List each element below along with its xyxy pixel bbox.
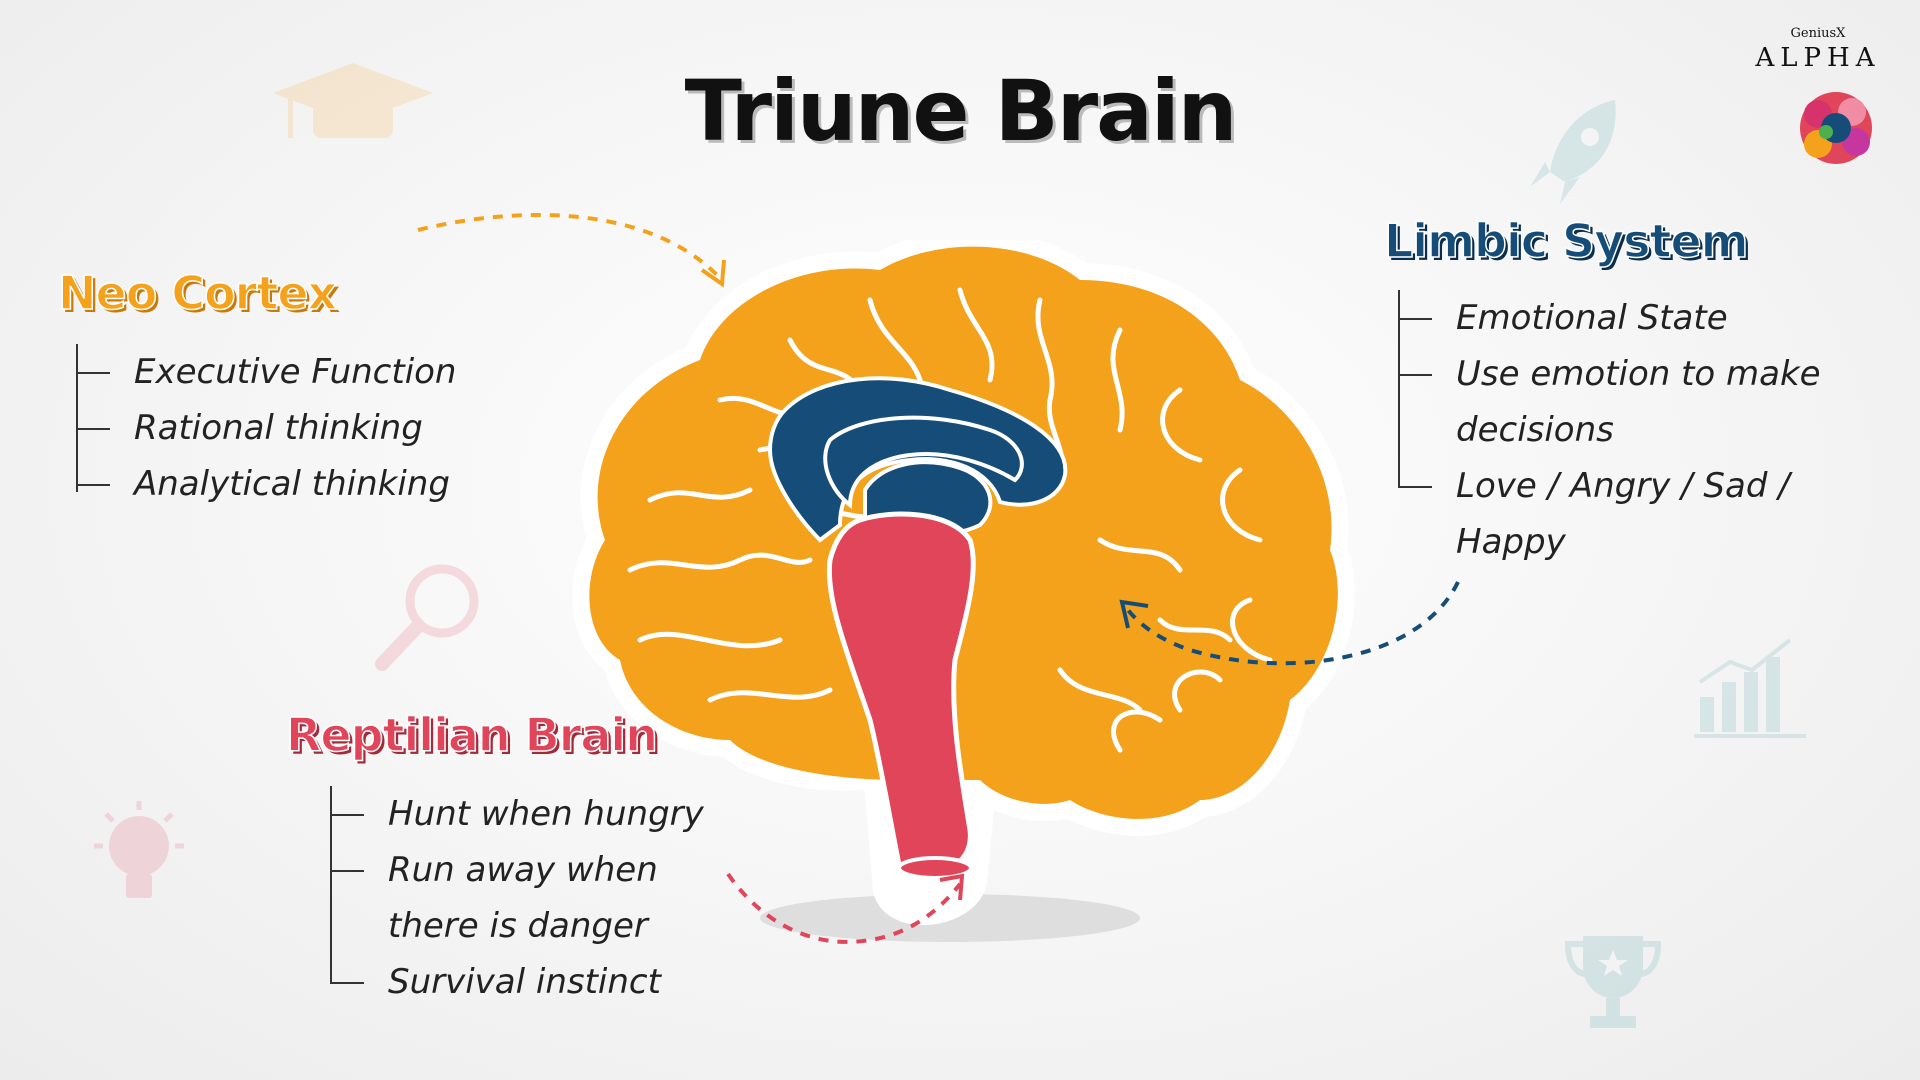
list-item: Use emotion to make (1398, 346, 1821, 402)
graduation-cap-icon (273, 63, 433, 138)
arrow-reptilian-brain (726, 872, 965, 944)
list-item: Love / Angry / Sad / (1398, 458, 1821, 514)
lightbulb-icon (94, 801, 184, 898)
limbic-system-heading: Limbic System (1383, 213, 1749, 269)
page-title: Triune Brain (684, 62, 1238, 160)
limbic-inner-region (823, 415, 1024, 510)
list-item: Run away when (330, 842, 704, 898)
neo-cortex-heading: Neo Cortex (57, 265, 338, 321)
limbic-system-list: Emotional State Use emotion to make deci… (1398, 290, 1821, 570)
brand-name-small: GeniusX (1790, 26, 1846, 41)
arrow-limbic-system (1119, 581, 1460, 666)
reptilian-brain-heading: Reptilian Brain (285, 707, 658, 763)
brand-logo: GeniusX ALPHA (1748, 26, 1888, 73)
list-item-continuation: there is danger (388, 906, 648, 946)
list-item: Hunt when hungry (330, 786, 704, 842)
brain-logo-icon (1800, 92, 1872, 164)
trophy-icon (1564, 936, 1662, 1028)
reptilian-brain-list: Hunt when hungry Run away when there is … (330, 786, 704, 1010)
list-item: Analytical thinking (76, 456, 457, 512)
list-item: Rational thinking (76, 400, 457, 456)
list-item-continuation: Happy (1456, 522, 1566, 562)
neo-cortex-list: Executive Function Rational thinking Ana… (76, 344, 457, 512)
arrow-neo-cortex (417, 212, 726, 288)
list-item: Emotional State (1398, 290, 1821, 346)
brainstem-end (897, 856, 973, 880)
rocket-icon (1530, 100, 1616, 204)
list-item-continuation: decisions (1456, 410, 1614, 450)
magnifier-icon (375, 564, 479, 671)
list-item: Executive Function (76, 344, 457, 400)
list-item: Survival instinct (330, 954, 704, 1010)
brand-name-big: ALPHA (1755, 43, 1881, 73)
bar-chart-icon (1694, 638, 1806, 738)
brain-diagram (572, 240, 1355, 942)
